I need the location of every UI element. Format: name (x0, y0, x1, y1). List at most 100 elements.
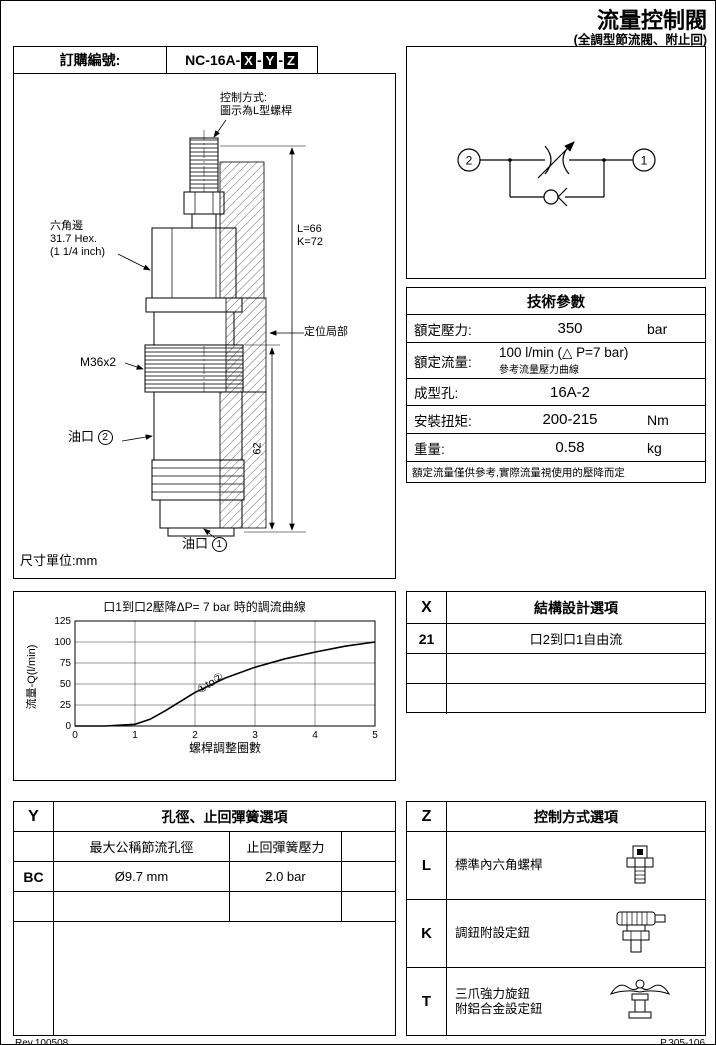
y-table-row: BC Ø9.7 mm 2.0 bar (14, 862, 395, 892)
tech-row-flow: 額定流量: 100 l/min (△ P=7 bar) 參考流量壓力曲線 (407, 343, 705, 379)
x-table-title: 結構設計選項 (534, 599, 618, 616)
port-1-label: 油口 1 (182, 536, 227, 553)
hex-note-line3: (1 1/4 inch) (50, 246, 106, 258)
dimension-lk-labels: L=66 K=72 (297, 223, 323, 249)
y-table-title: 孔徑、止回彈簧選項 (161, 808, 288, 825)
y-row-code: BC (14, 862, 54, 891)
z-row-desc: 三爪強力旋鈕 附鋁合金設定鈕 (447, 968, 575, 1035)
y-tick-0: 0 (65, 721, 71, 732)
x-row-code (407, 654, 447, 683)
y-tick-2: 50 (60, 679, 72, 690)
y-row-spring: 2.0 bar (230, 862, 342, 891)
z-table-header: Z 控制方式選項 (407, 802, 705, 832)
tech-footnote: 額定流量僅供參考,實際流量視使用的壓降而定 (412, 467, 625, 479)
y-col-extra (342, 832, 395, 861)
tech-label: 重量: (414, 441, 445, 457)
y-table-code-letter: Y (14, 802, 54, 831)
control-method-note: 控制方式: 圖示為L型螺桿 (220, 92, 292, 118)
y-tick-4: 100 (54, 637, 71, 648)
tech-value-line1: 100 l/min (△ P=7 bar) (499, 345, 629, 360)
y-table-subheader: 最大公稱節流孔徑 止回彈簧壓力 (14, 832, 395, 862)
tech-value-line2: 參考流量壓力曲線 (499, 365, 579, 376)
schematic-port-2: 2 (466, 154, 473, 168)
valve-drawing-box: 控制方式: 圖示為L型螺桿 六角邊 31.7 Hex. (1 1/4 inch)… (13, 73, 396, 579)
z-table-row-l: L 標準內六角螺桿 (407, 832, 705, 900)
z-row-desc: 調鈕附設定鈕 (447, 900, 575, 967)
y-tick-3: 75 (60, 658, 72, 669)
footer-revision: Rev.100508 (15, 1038, 69, 1045)
z-table-code-letter: Z (407, 802, 447, 831)
z-table-title: 控制方式選項 (534, 808, 618, 825)
x-row-code (407, 684, 447, 714)
locator-detail-label: 定位局部 (304, 326, 348, 338)
flow-curve-line (75, 641, 376, 727)
port-2-label: 油口 2 (68, 429, 113, 446)
port-2-text: 油口 (68, 429, 95, 444)
hex-size-note: 六角邊 31.7 Hex. (1 1/4 inch) (50, 220, 105, 259)
x-tick-3: 3 (252, 730, 258, 741)
structure-options-table: X 結構設計選項 21 口2到口1自由流 (406, 591, 706, 714)
tech-label: 額定流量: (414, 354, 472, 370)
z-desc-line1: 標準內六角螺桿 (455, 858, 543, 872)
tech-params-title: 技術參數 (407, 288, 705, 315)
y-tick-5: 125 (54, 616, 71, 627)
page-title: 流量控制閥 (596, 8, 707, 33)
order-code: NC-16A-X-Y-Z (166, 47, 317, 73)
x-row-code: 21 (407, 624, 447, 653)
thread-size-label: M36x2 (80, 355, 117, 369)
order-code-box: 訂購編號: NC-16A-X-Y-Z (13, 46, 318, 74)
order-code-sep1: - (256, 52, 262, 68)
x-table-code-letter: X (407, 592, 447, 623)
chart-title: 口1到口2壓降ΔP= 7 bar 時的調流曲線 (103, 600, 306, 614)
x-table-header: X 結構設計選項 (407, 592, 705, 624)
tech-row-weight: 重量: 0.58 kg (407, 434, 705, 462)
hydraulic-schematic-box: 2 1 (406, 46, 706, 279)
order-code-z: Z (283, 51, 298, 69)
order-code-sep2: - (278, 52, 283, 68)
y-filler-code-column (14, 922, 54, 1035)
x-tick-0: 0 (72, 730, 78, 741)
z-desc-line1: 調鈕附設定鈕 (455, 926, 531, 940)
hex-note-line2: 31.7 Hex. (50, 233, 98, 245)
x-tick-1: 1 (132, 730, 138, 741)
tech-unit: bar (647, 320, 668, 337)
tech-row-pressure: 額定壓力: 350 bar (407, 315, 705, 343)
x-axis-label: 螺桿調整圈數 (189, 740, 261, 755)
hydraulic-schematic: 2 1 (457, 141, 656, 207)
z-table-row-k: K 調鈕附設定鈕 (407, 900, 705, 968)
orifice-spring-options-table: Y 孔徑、止回彈簧選項 最大公稱節流孔徑 止回彈簧壓力 BC Ø9.7 mm 2… (13, 801, 396, 1036)
y-row-spring (230, 892, 342, 921)
z-row-code: K (407, 900, 447, 967)
y-row-extra (342, 862, 395, 891)
tech-value: 0.58 (555, 439, 585, 456)
x-tick-4: 4 (312, 730, 318, 741)
z-desc-line1: 三爪強力旋鈕 (455, 986, 531, 1001)
tech-label: 安裝扭矩: (414, 413, 472, 429)
z-row-code: T (407, 968, 447, 1035)
order-code-prefix: NC-16A- (185, 52, 241, 68)
dimension-62: 62 (251, 442, 264, 455)
port-2-number: 2 (97, 430, 113, 446)
y-tick-1: 25 (60, 700, 72, 711)
x-table-row-empty (407, 654, 705, 684)
valve-drawing (117, 119, 306, 544)
y-axis-label: 流量-Q(l/min) (26, 644, 38, 710)
x-tick-2: 2 (192, 730, 198, 741)
y-row-orifice: Ø9.7 mm (54, 862, 230, 891)
z-table-row-t: T 三爪強力旋鈕 附鋁合金設定鈕 (407, 968, 705, 1035)
order-label: 訂購編號: (59, 52, 121, 68)
y-table-filler (14, 922, 395, 1035)
tech-unit: Nm (647, 411, 669, 428)
schematic-port-1: 1 (641, 154, 648, 168)
tech-label: 成型孔: (414, 386, 459, 401)
dimension-k: K=72 (297, 236, 323, 248)
y-col-orifice-header: 最大公稱節流孔徑 (54, 832, 230, 861)
dimension-l: L=66 (297, 223, 322, 235)
t-handle-knob-icon (575, 968, 705, 1035)
port-1-text: 油口 (182, 536, 209, 551)
flow-chart: 0 25 50 75 100 125 0 1 2 3 4 5 ①to② 螺桿調整… (54, 616, 378, 755)
y-row-extra (342, 892, 395, 921)
x-table-row-empty (407, 684, 705, 714)
y-col-spring-header: 止回彈簧壓力 (230, 832, 342, 861)
x-table-row: 21 口2到口1自由流 (407, 624, 705, 654)
